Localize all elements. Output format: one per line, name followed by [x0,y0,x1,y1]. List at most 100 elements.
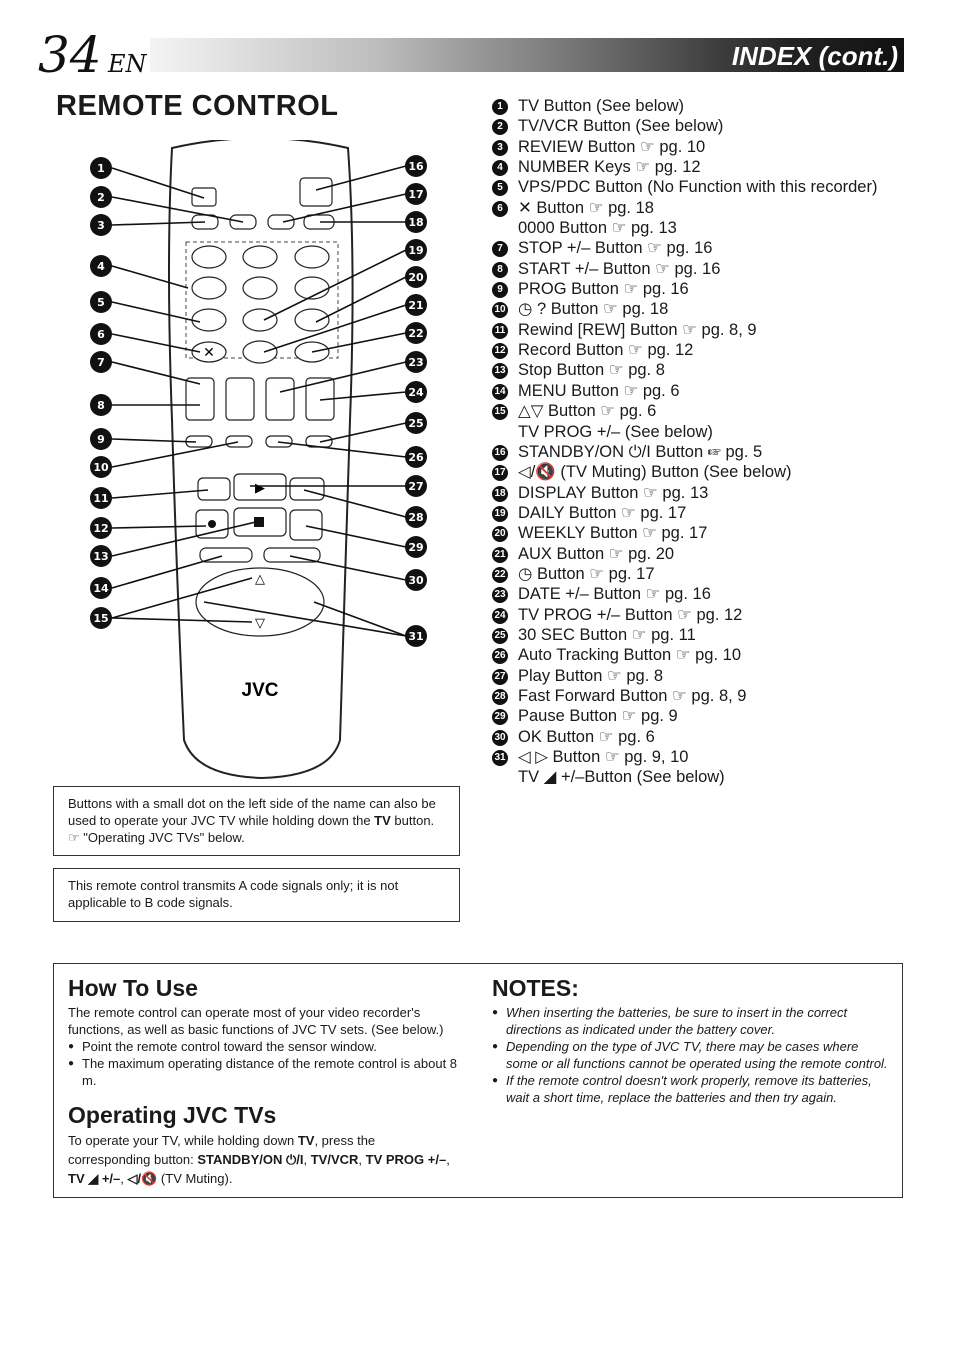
legend-item: 24 TV PROG +/– Button ☞ pg. 12 [492,605,912,625]
notes-column: NOTES: When inserting the batteries, be … [492,974,892,1106]
how-to-use-bullet: The maximum operating distance of the re… [68,1055,458,1089]
svg-text:6: 6 [97,328,105,341]
usage-box: How To Use The remote control can operat… [53,963,903,1198]
legend-text: DATE +/– Button ☞ pg. 16 [518,585,711,604]
legend-text: REVIEW Button ☞ pg. 10 [518,137,706,156]
note-item: Depending on the type of JVC TV, there m… [492,1038,892,1072]
legend-text: TV Button (See below) [518,97,684,115]
legend-number: 1 [492,99,508,115]
legend-number: 27 [492,668,508,685]
legend-number: 22 [492,566,508,583]
svg-text:20: 20 [408,271,424,284]
legend-item: 17◁/🔇 (TV Muting) Button (See below) [492,462,912,482]
legend-text: △▽ Button ☞ pg. 6 [518,402,657,421]
legend-number: 29 [492,709,508,726]
legend-number: 26 [492,648,508,665]
svg-text:JVC: JVC [242,680,279,701]
legend-number: 10 [492,302,508,319]
svg-text:23: 23 [408,356,423,369]
legend-item: 18 DISPLAY Button ☞ pg. 13 [492,483,912,503]
svg-text:▶: ▶ [255,481,265,496]
how-to-use-bullet: Point the remote control toward the sens… [68,1038,458,1055]
legend-number: 6 [492,200,508,217]
legend-item: 14 MENU Button ☞ pg. 6 [492,381,912,401]
svg-text:16: 16 [408,160,424,173]
svg-text:3: 3 [97,219,105,232]
legend-text: AUX Button ☞ pg. 20 [518,544,675,563]
page-number: 34 [38,26,102,84]
note1-text: Buttons with a small dot on the left sid… [68,796,436,828]
legend-number: 13 [492,363,508,380]
how-to-use-title: How To Use [68,975,198,1001]
legend-text: ◷ Button ☞ pg. 17 [518,564,655,583]
legend-item: 22 ◷ Button ☞ pg. 17 [492,564,912,584]
svg-text:18: 18 [408,216,423,229]
legend-text: STOP +/– Button ☞ pg. 16 [518,239,713,258]
legend-item: 9 PROG Button ☞ pg. 16 [492,279,912,299]
legend-text: PROG Button ☞ pg. 16 [518,280,689,299]
svg-text:27: 27 [408,480,423,493]
svg-text:29: 29 [408,541,423,554]
legend-text: MENU Button ☞ pg. 6 [518,381,680,400]
svg-text:2: 2 [97,191,105,204]
svg-text:4: 4 [97,260,105,273]
svg-text:5: 5 [97,296,105,309]
note-item: When inserting the batteries, be sure to… [492,1004,892,1038]
svg-text:✕: ✕ [203,345,215,361]
operating-text: To operate your TV, while holding down T… [68,1133,450,1186]
legend-text: Record Button ☞ pg. 12 [518,341,694,360]
svg-text:19: 19 [408,244,423,257]
legend-text: ✕ Button ☞ pg. 18 [518,198,654,217]
legend-item: 29 Pause Button ☞ pg. 9 [492,706,912,726]
remote-control-illustration: .lead { stroke:#111; stroke-width:1.6; f… [90,140,427,780]
legend-item: TV PROG +/– (See below) [492,422,912,442]
legend-text: DISPLAY Button ☞ pg. 13 [518,483,709,502]
left-callouts: 1 2 3 4 5 6 7 8 9 10 11 12 13 14 15 [90,157,112,629]
legend-number: 4 [492,160,508,177]
svg-text:14: 14 [93,582,109,595]
legend-number: 24 [492,607,508,624]
legend-item: 31◁ ▷ Button ☞ pg. 9, 10 [492,747,912,767]
svg-text:21: 21 [408,299,423,312]
legend-text: TV PROG +/– Button ☞ pg. 12 [518,605,743,624]
operating-title: Operating JVC TVs [68,1102,277,1128]
legend-number: 18 [492,485,508,502]
svg-text:28: 28 [408,511,423,524]
right-callouts: 16 17 18 19 20 21 22 23 24 25 26 27 28 2… [405,155,427,647]
legend-number: 30 [492,729,508,746]
legend-text: TV/VCR Button (See below) [518,117,724,136]
svg-text:31: 31 [408,630,423,643]
legend-number: 12 [492,343,508,360]
legend-text: Auto Tracking Button ☞ pg. 10 [518,646,742,665]
legend-item: 2 TV/VCR Button (See below) [492,116,912,136]
page-language: EN [108,50,147,78]
legend-item: 1 TV Button (See below) [492,96,912,116]
legend-number: 20 [492,526,508,543]
section-title: REMOTE CONTROL [56,90,339,122]
note1-text-after: button. ☞ "Operating JVC TVs" below. [68,813,435,845]
legend-text: OK Button ☞ pg. 6 [518,727,655,746]
legend-item: 23 DATE +/– Button ☞ pg. 16 [492,584,912,604]
note-a-code: This remote control transmits A code sig… [53,868,460,922]
legend-number: 9 [492,282,508,299]
legend-number: 2 [492,119,508,136]
legend-number: 3 [492,139,508,156]
legend-number: 23 [492,587,508,604]
legend-item: 20 WEEKLY Button ☞ pg. 17 [492,523,912,543]
legend-number: 5 [492,180,508,197]
note-item: If the remote control doesn't work prope… [492,1072,892,1106]
legend-number: 14 [492,383,508,400]
legend-text: WEEKLY Button ☞ pg. 17 [518,524,708,543]
legend-text: Pause Button ☞ pg. 9 [518,707,678,726]
legend-text: Rewind [REW] Button ☞ pg. 8, 9 [518,320,757,339]
svg-text:1: 1 [97,162,105,175]
svg-text:13: 13 [93,550,108,563]
